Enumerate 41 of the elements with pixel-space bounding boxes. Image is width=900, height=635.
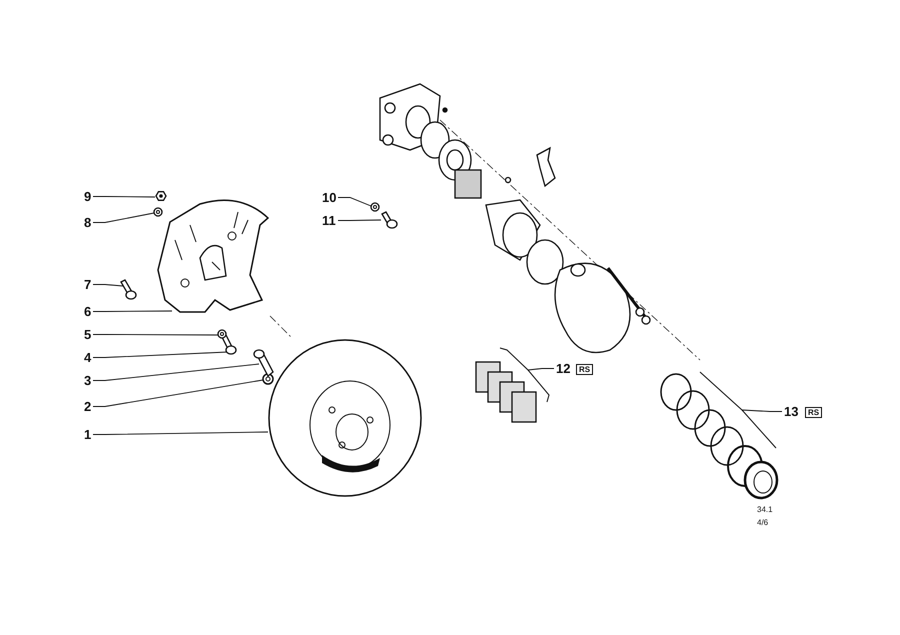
callout-number: 6 [84,304,92,319]
brake-disc [268,339,422,497]
washer [217,329,227,339]
leader-line [92,432,268,435]
callout-number: 4 [84,350,92,365]
callout-number: 10 [322,190,336,205]
leader-line [92,380,264,407]
leader-line [92,310,172,312]
leader-line [338,197,372,206]
leader-line [92,334,218,336]
callout-number: 3 [84,373,92,388]
leader-line [338,220,382,221]
callout-number: 1 [84,427,92,442]
leader-line [742,410,782,412]
callout-number: 7 [84,277,92,292]
code-tag: RS [576,364,594,375]
splash-shield [157,199,269,313]
callout-number: 5 [84,327,92,342]
page-number: 4/6 [757,518,768,528]
callout-number: 2 [84,399,92,414]
leader-line [528,368,554,370]
bolt [253,349,274,377]
callout-number: 8 [84,215,92,230]
washer [153,207,163,217]
leader-line [92,352,228,358]
bolt [120,279,137,300]
bolt [381,211,398,229]
nut [155,191,167,201]
leader-line [92,212,154,223]
callout-number: 9 [84,189,92,204]
code-tag: RS [805,407,822,418]
brake-pad-set [475,348,550,423]
seal-kit [660,372,778,500]
callout-number: 11 [322,213,336,228]
figure-number: 34.1 [757,505,773,515]
callout-number: 12 [556,361,570,376]
washer [370,202,380,212]
leader-line [92,196,156,198]
leader-line [92,364,260,381]
leader-line [92,284,124,286]
callout-number: 13 [784,404,798,419]
